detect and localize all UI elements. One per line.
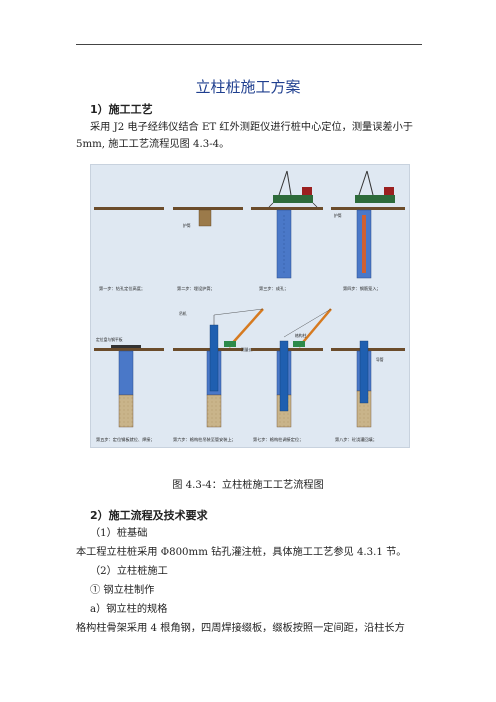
step-6-panel: 吊机 测量仪 第六步：格构柱吊装至管安装上；: [173, 308, 264, 443]
step-6-label: 第六步：格构柱吊装至管安装上；: [173, 436, 236, 443]
step-1-panel: 第一步：钻孔定位高度；: [94, 207, 164, 292]
section-1-title: 施工工艺: [108, 103, 153, 116]
header-rule: [76, 44, 422, 45]
tag-column: 格构柱: [295, 333, 307, 338]
section-2-title: 施工流程及技术要求: [108, 509, 208, 522]
step-8-label: 第八步：砼浇灌回填；: [335, 436, 377, 443]
tag-casing: 护筒: [183, 223, 191, 228]
step-2-panel: 护筒 第二步：埋设护筒；: [173, 207, 243, 292]
paragraph-1-line-1: 采用 J2 电子经纬仪结合 ET 红外测距仪进行桩中心定位，测量误差小于: [90, 122, 413, 133]
item-2-subheading: ① 钢立柱制作: [90, 585, 155, 596]
item-1-heading: （1）桩基础: [90, 528, 148, 539]
step-2-label: 第二步：埋设护筒；: [177, 285, 215, 292]
process-flow-figure: 第一步：钻孔定位高度； 护筒 第二步：埋设护筒； 第三步：成孔；: [90, 164, 410, 448]
tag-plate: 定位盘与钢平板: [96, 337, 123, 342]
tag-casing-2: 护筒: [334, 213, 342, 218]
item-2-heading: （2）立柱桩施工: [90, 566, 168, 577]
tag-surveyor: 测量仪: [241, 347, 253, 352]
step-8-panel: 导管 第八步：砼浇灌回填；: [331, 340, 405, 443]
step-5-panel: 定位盘与钢平板 第五步：定位钢板就位、焊接；: [94, 337, 164, 443]
step-1-label: 第一步：钻孔定位高度；: [99, 285, 145, 292]
step-4-label: 第四步：钢筋笼入；: [343, 285, 381, 292]
section-1-number: 1）: [90, 103, 109, 116]
section-2-heading: 2）施工流程及技术要求: [90, 507, 208, 523]
section-1-heading: 1）施工工艺: [90, 101, 153, 117]
step-7-label: 第七步：格构柱调接定位；: [253, 436, 303, 443]
section-2-number: 2）: [90, 509, 109, 522]
paragraph-1-line-2: 5mm, 施工工艺流程见图 4.3-4。: [76, 139, 230, 150]
tag-guide: 导管: [376, 357, 384, 362]
item-2-sub-a: a）钢立柱的规格: [90, 604, 168, 615]
step-5-label: 第五步：定位钢板就位、焊接；: [96, 436, 155, 443]
step-4-panel: 护筒 第四步：钢筋笼入；: [331, 170, 405, 292]
page-title: 立柱桩施工方案: [195, 78, 301, 96]
process-flow-diagram: 第一步：钻孔定位高度； 护筒 第二步：埋设护筒； 第三步：成孔；: [94, 170, 405, 443]
step-7-panel: 格构柱 第七步：格构柱调接定位；: [251, 308, 332, 443]
tag-crane: 吊机: [179, 311, 187, 316]
item-1-text: 本工程立柱桩采用 Φ800mm 钻孔灌注桩，具体施工工艺参见 4.3.1 节。: [76, 547, 407, 558]
figure-caption: 图 4.3-4：立柱桩施工工艺流程图: [172, 480, 324, 491]
item-2-text: 格构柱骨架采用 4 根角钢，四周焊接缀板，缀板按照一定间距，沿柱长方: [76, 623, 405, 634]
step-3-panel: 第三步：成孔；: [251, 170, 323, 292]
step-3-label: 第三步：成孔；: [259, 285, 288, 292]
